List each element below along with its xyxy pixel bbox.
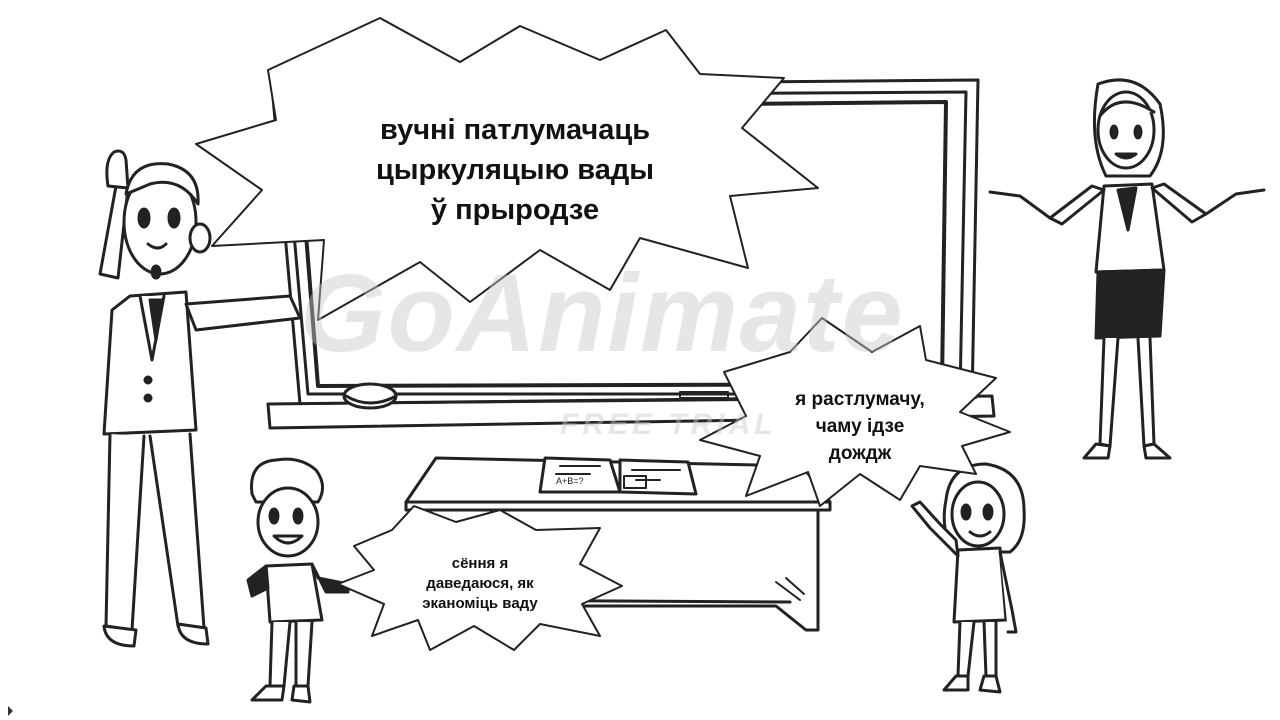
main-bubble-text: вучні патлумачаць цыркуляцыю вады ў прыр…	[320, 110, 710, 230]
boy-bubble-text: сёння я даведаюся, як эканоміць ваду	[395, 554, 565, 614]
boy-bubble-line-3: эканоміць ваду	[422, 595, 538, 612]
main-bubble-line-3: ў прыродзе	[430, 194, 600, 226]
girl-bubble-text: я растлумачу, чаму ідзе дождж	[755, 386, 965, 467]
book-formula: A+B=?	[556, 476, 584, 486]
girl-bubble-line-1: я растлумачу,	[795, 389, 925, 410]
male-teacher	[98, 149, 302, 648]
boy-student	[246, 457, 350, 704]
girl-bubble-line-2: чаму ідзе	[815, 416, 905, 437]
speech-bubble-boy	[337, 505, 623, 651]
boy-bubble-line-2: даведаюся, як	[426, 575, 534, 592]
girl-student	[910, 462, 1026, 694]
main-bubble-line-1: вучні патлумачаць	[379, 114, 651, 146]
speech-bubble-main	[195, 17, 819, 321]
mouse-cursor-icon	[8, 706, 13, 716]
speech-bubble-girl	[699, 317, 1011, 507]
female-teacher	[988, 78, 1266, 460]
main-bubble-line-2: цыркуляцыю вады	[375, 154, 655, 186]
girl-bubble-line-3: дождж	[828, 443, 892, 464]
boy-bubble-line-1: сёння я	[451, 555, 509, 572]
open-book	[538, 456, 698, 496]
desk	[404, 456, 832, 632]
